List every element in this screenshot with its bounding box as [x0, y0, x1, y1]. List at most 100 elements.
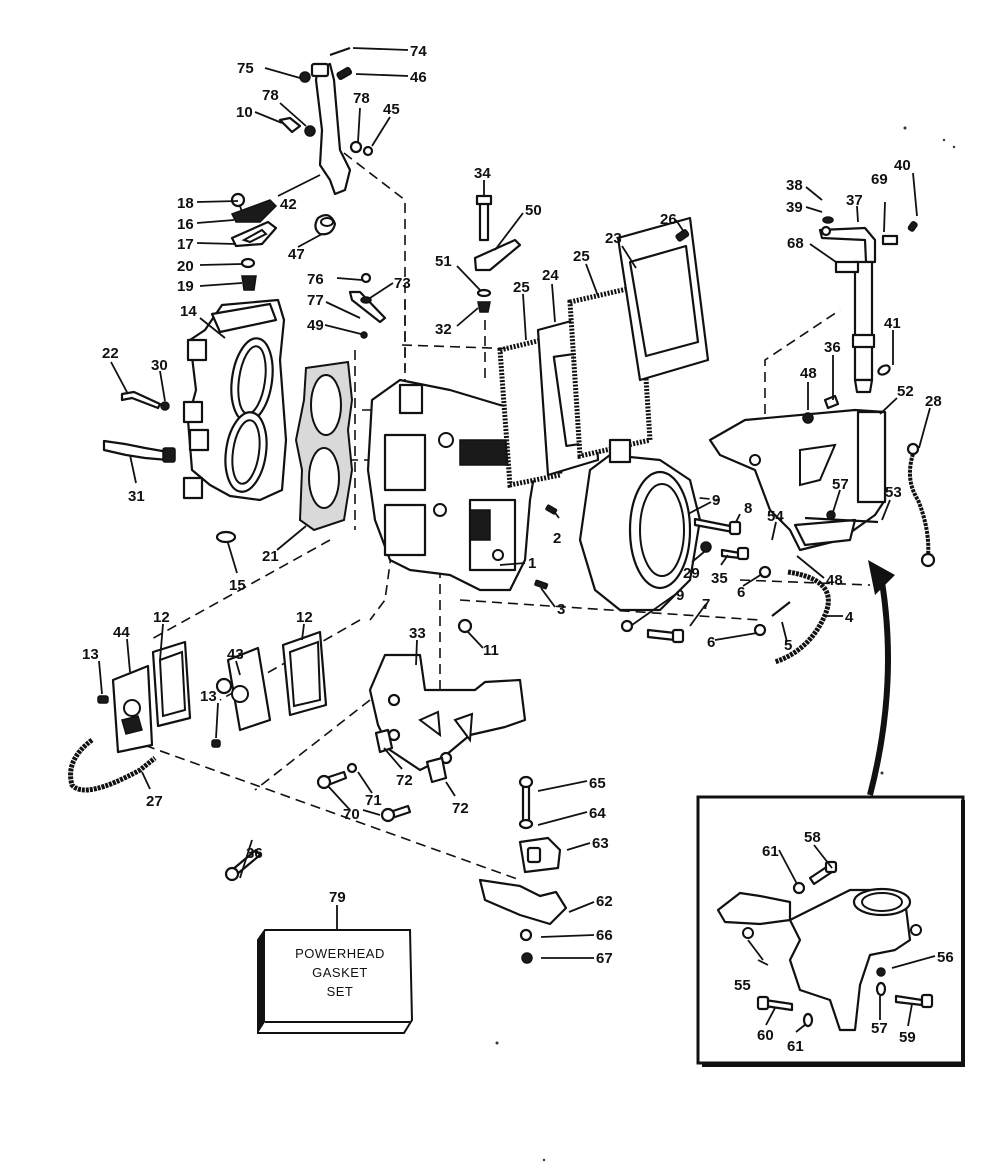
- callout-60: 60: [757, 1027, 774, 1044]
- leader-lines: [98, 47, 936, 1033]
- callout-43: 43: [227, 646, 244, 663]
- callout-33: 33: [409, 625, 426, 642]
- callout-25: 25: [513, 279, 530, 296]
- callout-6: 6: [707, 634, 715, 651]
- callout-32: 32: [435, 321, 452, 338]
- callout-69: 69: [871, 171, 888, 188]
- callout-24: 24: [542, 267, 559, 284]
- hardware-bolts: [457, 504, 791, 644]
- callout-12: 12: [296, 609, 313, 626]
- callout-42: 42: [280, 196, 297, 213]
- callout-64: 64: [589, 805, 606, 822]
- callout-48: 48: [800, 365, 817, 382]
- callout-1: 1: [528, 555, 536, 572]
- callout-6: 6: [737, 584, 745, 601]
- callout-53: 53: [885, 484, 902, 501]
- ground-strap: [906, 442, 936, 568]
- callout-8: 8: [744, 500, 752, 517]
- intake-gaskets: [497, 216, 710, 489]
- callout-72: 72: [396, 772, 413, 789]
- callout-21: 21: [262, 548, 279, 565]
- callout-45: 45: [383, 101, 400, 118]
- callout-70: 70: [343, 806, 360, 823]
- callout-62: 62: [596, 893, 613, 910]
- callout-12: 12: [153, 609, 170, 626]
- callout-78: 78: [353, 90, 370, 107]
- gasket-set-line1: POWERHEAD: [295, 946, 385, 961]
- callout-65: 65: [589, 775, 606, 792]
- spark-plug-and-bolts: [102, 390, 237, 544]
- callout-13: 13: [82, 646, 99, 663]
- callout-41: 41: [884, 315, 901, 332]
- callout-67: 67: [596, 950, 613, 967]
- callout-73: 73: [394, 275, 411, 292]
- callout-78: 78: [262, 87, 279, 104]
- callout-38: 38: [786, 177, 803, 194]
- callout-20: 20: [177, 258, 194, 275]
- callout-55: 55: [734, 977, 751, 994]
- mounting-bracket: [708, 394, 887, 552]
- callout-23: 23: [605, 230, 622, 247]
- carburetor-parts: [230, 192, 337, 291]
- callout-71: 71: [365, 792, 382, 809]
- bracket-33: [224, 653, 527, 882]
- callout-44: 44: [113, 624, 130, 641]
- callout-54: 54: [767, 508, 784, 525]
- print-specks: [495, 126, 956, 1162]
- callout-72: 72: [452, 800, 469, 817]
- cylinder-block-cover: [578, 438, 702, 612]
- callout-61: 61: [787, 1038, 804, 1055]
- intake-linkage: [348, 194, 522, 339]
- inset-detail: [696, 795, 965, 1067]
- callout-27: 27: [146, 793, 163, 810]
- callout-57: 57: [832, 476, 849, 493]
- fuel-pump-assembly: [97, 630, 328, 754]
- callout-22: 22: [102, 345, 119, 362]
- cylinder-head: [182, 298, 288, 502]
- callout-68: 68: [787, 235, 804, 252]
- head-gasket: [294, 360, 354, 532]
- callout-74: 74: [410, 43, 427, 60]
- callout-15: 15: [229, 577, 246, 594]
- gasket-set-line3: SET: [327, 984, 354, 999]
- callout-16: 16: [177, 216, 194, 233]
- callout-46: 46: [410, 69, 427, 86]
- lower-hardware: [478, 775, 568, 964]
- callout-17: 17: [177, 236, 194, 253]
- callout-28: 28: [925, 393, 942, 410]
- callout-57: 57: [871, 1020, 888, 1037]
- callout-25: 25: [573, 248, 590, 265]
- detail-arrow: [867, 560, 895, 796]
- callout-58: 58: [804, 829, 821, 846]
- callout-18: 18: [177, 195, 194, 212]
- callout-11: 11: [483, 642, 499, 659]
- callout-9: 9: [712, 492, 720, 509]
- fuel-line: [68, 737, 157, 793]
- callout-49: 49: [307, 317, 324, 334]
- callout-66: 66: [596, 927, 613, 944]
- callout-31: 31: [128, 488, 145, 505]
- callout-47: 47: [288, 246, 305, 263]
- callout-30: 30: [151, 357, 168, 374]
- callout-5: 5: [784, 637, 792, 654]
- callout-77: 77: [307, 292, 324, 309]
- callout-labels: 74 75 46 78 78 10 45 42 18 16 17 20 19 4…: [82, 43, 954, 1055]
- callout-10: 10: [236, 104, 253, 121]
- callout-13: 13: [200, 688, 217, 705]
- callout-19: 19: [177, 278, 194, 295]
- callout-14: 14: [180, 303, 197, 320]
- callout-7: 7: [702, 596, 710, 613]
- callout-34: 34: [474, 165, 491, 182]
- callout-39: 39: [786, 199, 803, 216]
- callout-56: 56: [937, 949, 954, 966]
- callout-4: 4: [845, 609, 854, 626]
- callout-9: 9: [676, 587, 684, 604]
- callout-37: 37: [846, 192, 863, 209]
- callout-36: 36: [246, 845, 263, 862]
- gasket-set-line2: GASKET: [312, 965, 368, 980]
- callout-35: 35: [711, 570, 728, 587]
- throttle-lever-assembly: [278, 46, 374, 196]
- choke-lever-assembly: [818, 216, 918, 394]
- gasket-set-box: POWERHEAD GASKET SET: [257, 929, 414, 1034]
